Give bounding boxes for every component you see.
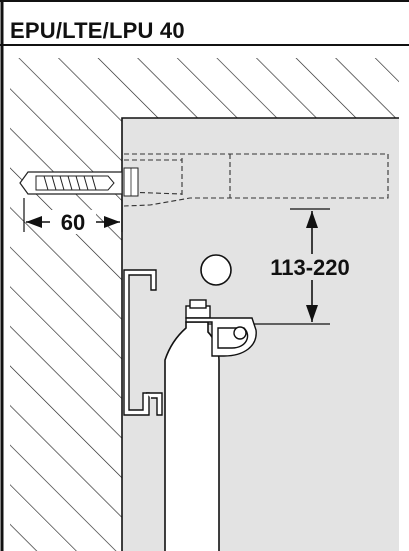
wall-edge: [121, 117, 399, 551]
door-leaf: [164, 321, 220, 551]
wall-bracket-profile: [123, 269, 163, 416]
dimension-60: 60: [23, 198, 123, 235]
dimension-60-label: 60: [61, 210, 85, 235]
dimension-113-220: 113-220: [196, 208, 362, 325]
circle-marker-icon: [200, 254, 232, 286]
diagram-title: EPU/LTE/LPU 40: [10, 18, 185, 43]
door-carriage-clamp: [185, 299, 257, 357]
dimension-113-220-label: 113-220: [270, 255, 350, 280]
wall-anchor-icon: [19, 167, 139, 197]
